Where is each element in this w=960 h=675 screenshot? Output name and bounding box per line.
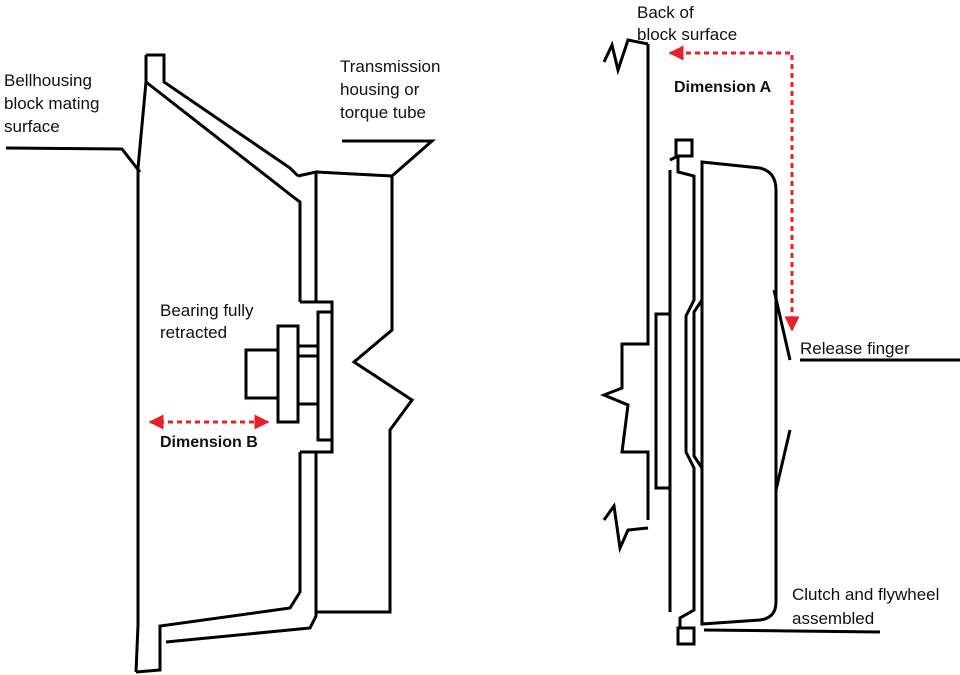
transmission-label-line1: Transmission — [340, 57, 440, 76]
dimension-a-label: Dimension A — [674, 79, 772, 96]
bellhousing — [134, 53, 334, 674]
engine-block-back — [599, 38, 650, 554]
bearing-label-line2: retracted — [160, 323, 227, 342]
release-bearing — [244, 310, 334, 442]
bellhousing-leader — [5, 146, 142, 173]
bellhousing-label-line1: Bellhousing — [4, 71, 92, 90]
release-finger-lower — [774, 429, 792, 491]
bellhousing-label-line3: surface — [4, 117, 60, 136]
flywheel-hub — [654, 312, 672, 490]
flywheel-bottom-tab — [676, 626, 696, 646]
pressure-plate — [692, 160, 881, 634]
back-block-label-line2: block surface — [637, 25, 737, 44]
flywheel-body — [669, 153, 696, 628]
bellhousing-top-taper — [145, 80, 302, 302]
dimension-a-arrow — [668, 45, 800, 332]
transmission-label-line3: torque tube — [340, 103, 426, 122]
block-surface — [599, 44, 650, 520]
clutch-label-line1: Clutch and flywheel — [792, 585, 939, 604]
dimension-b-label: Dimension B — [160, 434, 258, 451]
block-break-bottom — [602, 502, 649, 554]
transmission-housing — [315, 139, 436, 614]
bellhousing-bottom-inner — [135, 452, 302, 674]
clutch-leader — [703, 628, 881, 634]
flywheel-top-tab — [674, 138, 694, 158]
bearing-label-line1: Bearing fully — [160, 301, 254, 320]
bellhousing-mating-face — [134, 55, 148, 673]
flywheel — [654, 138, 696, 646]
bearing-collar — [316, 310, 334, 442]
release-finger — [772, 289, 960, 491]
bellhousing-bottom-outer — [165, 450, 318, 644]
transmission-side — [316, 176, 415, 614]
pressure-plate-cover — [700, 160, 778, 626]
bearing-hub — [244, 348, 280, 400]
back-block-label-line1: Back of — [637, 3, 694, 22]
bearing-outer-race — [276, 324, 300, 424]
clutch-label-line2: assembled — [792, 609, 874, 628]
transmission-label-line2: housing or — [340, 80, 420, 99]
bellhousing-label-line2: block mating — [4, 94, 99, 113]
release-finger-label: Release finger — [800, 339, 910, 358]
bellhousing-nose-bottom — [316, 438, 334, 454]
bellhousing-top-flange — [146, 53, 300, 178]
bellhousing-top-outer — [297, 170, 334, 318]
block-break-top — [602, 38, 649, 76]
transmission-top — [315, 170, 393, 178]
transmission-leader — [342, 139, 436, 178]
